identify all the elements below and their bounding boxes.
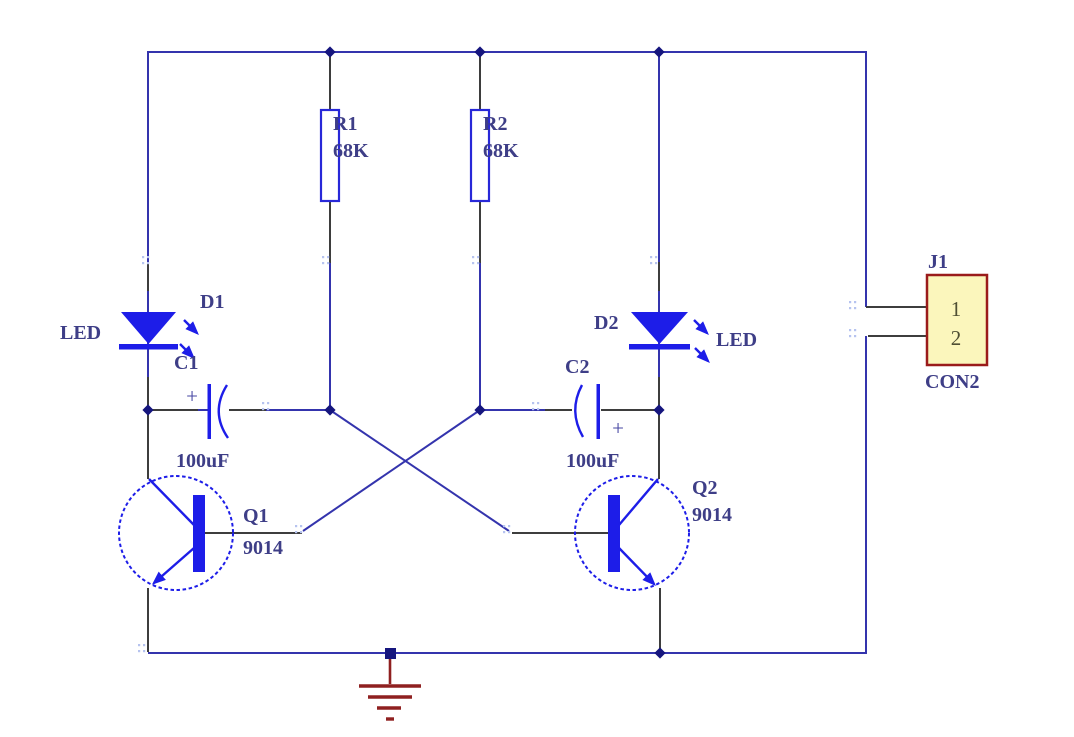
ref-label: Q1	[243, 505, 269, 527]
led-d1: LED D1	[60, 291, 224, 359]
cap-plate-flat	[596, 384, 600, 439]
led-emission-arrow	[183, 319, 199, 335]
diode-triangle	[121, 312, 176, 344]
transistor-q2: Q2 9014	[574, 475, 732, 591]
cap-plate-curved	[574, 384, 585, 438]
junction-dot	[474, 46, 486, 58]
resistor-body	[319, 108, 341, 203]
junction-dot-ground	[385, 648, 396, 659]
transistor-collector	[148, 478, 195, 526]
resistor-r1: R1 68K	[319, 108, 369, 203]
ref-label: R2	[483, 113, 507, 135]
junction-dot	[142, 404, 154, 416]
led-d2: D2 LED	[594, 312, 757, 363]
led-emission-arrow	[693, 319, 709, 335]
wire-cross-r1-to-q2-base	[329, 409, 510, 532]
led-emission-arrow	[694, 347, 710, 363]
transistor-q1: Q1 9014	[118, 475, 283, 591]
polarity-mark: +	[612, 416, 624, 440]
diode-cathode-bar	[119, 344, 178, 350]
transistor-collector	[618, 478, 659, 526]
resistor-body	[469, 108, 491, 203]
ref-label: D1	[200, 291, 224, 313]
junction-dot	[474, 404, 486, 416]
pin-number-2: 2	[951, 326, 962, 350]
junction-dot	[653, 404, 665, 416]
value-label: 100uF	[566, 450, 619, 472]
ref-label: Q2	[692, 477, 718, 499]
junction-dot	[654, 647, 666, 659]
value-label: 68K	[483, 140, 519, 162]
ref-label: C2	[565, 356, 589, 378]
value-label: CON2	[925, 371, 979, 393]
transistor-circle	[118, 475, 234, 591]
ground-symbol	[359, 655, 421, 721]
diode-triangle	[631, 312, 688, 344]
transistor-emitter-arrow	[618, 547, 656, 586]
resistor-r2: R2 68K	[469, 108, 519, 203]
type-label: LED	[60, 322, 101, 344]
cap-plate-flat	[207, 384, 211, 439]
value-label: 68K	[333, 140, 369, 162]
ref-label: C1	[174, 352, 198, 374]
connector-j1: 1 2 J1 CON2	[925, 251, 989, 393]
wire-rails	[147, 51, 867, 654]
ref-label: J1	[928, 251, 948, 273]
value-label: 100uF	[176, 450, 229, 472]
value-label: 9014	[243, 537, 283, 559]
component-pins	[147, 54, 926, 652]
diode-cathode-bar	[629, 344, 690, 350]
wire-cross-r2-to-q1-base	[302, 409, 481, 532]
ref-label: R1	[333, 113, 357, 135]
junction-dots	[142, 46, 666, 659]
transistor-emitter-arrow	[151, 547, 195, 585]
junction-dot	[324, 404, 336, 416]
transistor-base-bar	[193, 495, 205, 572]
ref-label: D2	[594, 312, 618, 334]
grid-anchor-marks	[138, 256, 857, 653]
pin-number-1: 1	[951, 297, 962, 321]
value-label: 9014	[692, 504, 732, 526]
capacitor-c1: + C1 100uF	[174, 352, 229, 472]
junction-dot	[324, 46, 336, 58]
connector-body	[925, 273, 989, 367]
polarity-mark: +	[186, 384, 198, 408]
capacitor-c2: + C2 100uF	[565, 356, 624, 472]
transistor-base-bar	[608, 495, 620, 572]
type-label: LED	[716, 329, 757, 351]
junction-dot	[653, 46, 665, 58]
transistor-circle	[574, 475, 690, 591]
led-emission-arrow	[179, 343, 195, 359]
cap-plate-curved	[217, 384, 229, 439]
